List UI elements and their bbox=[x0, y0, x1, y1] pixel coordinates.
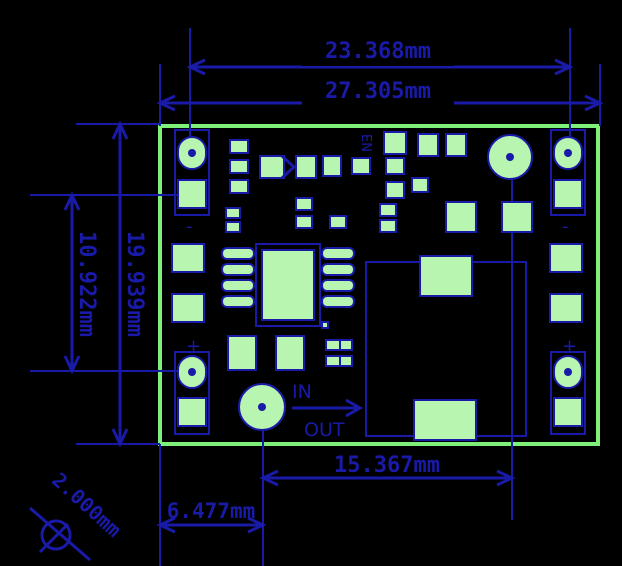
pad-cap-right-1 bbox=[549, 243, 583, 273]
pad-mid-9 bbox=[329, 215, 347, 229]
dimension-height-outer: 19.939mm bbox=[76, 120, 160, 448]
pad-r3-b bbox=[225, 221, 241, 233]
pad-mid-5 bbox=[379, 203, 397, 217]
pad-c-low-3 bbox=[325, 339, 341, 351]
minus-left-label: - bbox=[186, 216, 193, 237]
pad-c-low-1 bbox=[227, 335, 257, 371]
pad-cap-right-2 bbox=[549, 293, 583, 323]
pad-square-left-bottom bbox=[177, 397, 207, 427]
pad-r2-a bbox=[229, 179, 249, 194]
plus-right-label: + bbox=[562, 336, 577, 357]
dimension-width-outer: 27.305mm bbox=[156, 64, 604, 126]
pad-cap-left-1 bbox=[171, 243, 205, 273]
minus-right-label: - bbox=[562, 216, 569, 237]
pad-r-right-2 bbox=[501, 201, 533, 233]
dim-label-19: 19.939mm bbox=[122, 231, 147, 337]
plus-left-label: + bbox=[186, 336, 201, 357]
dimension-width-inner: 23.368mm bbox=[186, 28, 574, 136]
pad-en-3 bbox=[445, 133, 467, 157]
pad-square-right-top bbox=[553, 179, 583, 209]
dimension-height-inner: 10.922mm bbox=[30, 191, 190, 375]
pad-r3-a bbox=[225, 207, 241, 219]
diode-footprint bbox=[259, 154, 342, 180]
pad-mid-1 bbox=[351, 157, 371, 175]
dim-label-6: 6.477mm bbox=[167, 499, 256, 523]
pad-mid-8 bbox=[295, 215, 313, 229]
pad-square-right-bottom bbox=[553, 397, 583, 427]
in-label: IN bbox=[292, 381, 312, 403]
pad-c-low-6 bbox=[339, 355, 353, 367]
pad-r-right-1 bbox=[445, 201, 477, 233]
pad-mid-4 bbox=[411, 177, 429, 193]
left-top-connector: - bbox=[174, 129, 210, 237]
pad-c-low-5 bbox=[325, 355, 341, 367]
right-bottom-connector: + bbox=[550, 336, 586, 435]
pad-r1-b bbox=[229, 159, 249, 174]
pad-mid-7 bbox=[295, 197, 313, 211]
left-bottom-connector: + bbox=[174, 336, 210, 435]
pad-mid-2 bbox=[385, 157, 405, 175]
dim-label-27: 27.305mm bbox=[325, 79, 431, 104]
inductor-footprint bbox=[365, 255, 527, 441]
ic-footprint bbox=[221, 243, 355, 329]
dimension-15: 15.367mm bbox=[259, 160, 516, 566]
pad-c-low-2 bbox=[275, 335, 305, 371]
right-top-connector: - bbox=[550, 129, 586, 237]
dimension-6: 6.477mm bbox=[156, 444, 267, 566]
pad-en bbox=[383, 131, 407, 155]
dim-label-23: 23.368mm bbox=[325, 39, 431, 64]
dimension-hole-2mm: 2.000mm bbox=[29, 468, 126, 562]
pad-mid-6 bbox=[379, 219, 397, 233]
pad-r1-a bbox=[229, 139, 249, 154]
pad-mid-3 bbox=[385, 181, 405, 199]
en-label: EN bbox=[358, 134, 373, 152]
pad-cap-left-2 bbox=[171, 293, 205, 323]
pad-c-low-4 bbox=[339, 339, 353, 351]
pad-en-2 bbox=[417, 133, 439, 157]
dim-label-10: 10.922mm bbox=[74, 231, 99, 337]
out-label: OUT bbox=[304, 419, 345, 441]
dim-label-15: 15.367mm bbox=[334, 453, 440, 478]
pad-square-left-top bbox=[177, 179, 207, 209]
